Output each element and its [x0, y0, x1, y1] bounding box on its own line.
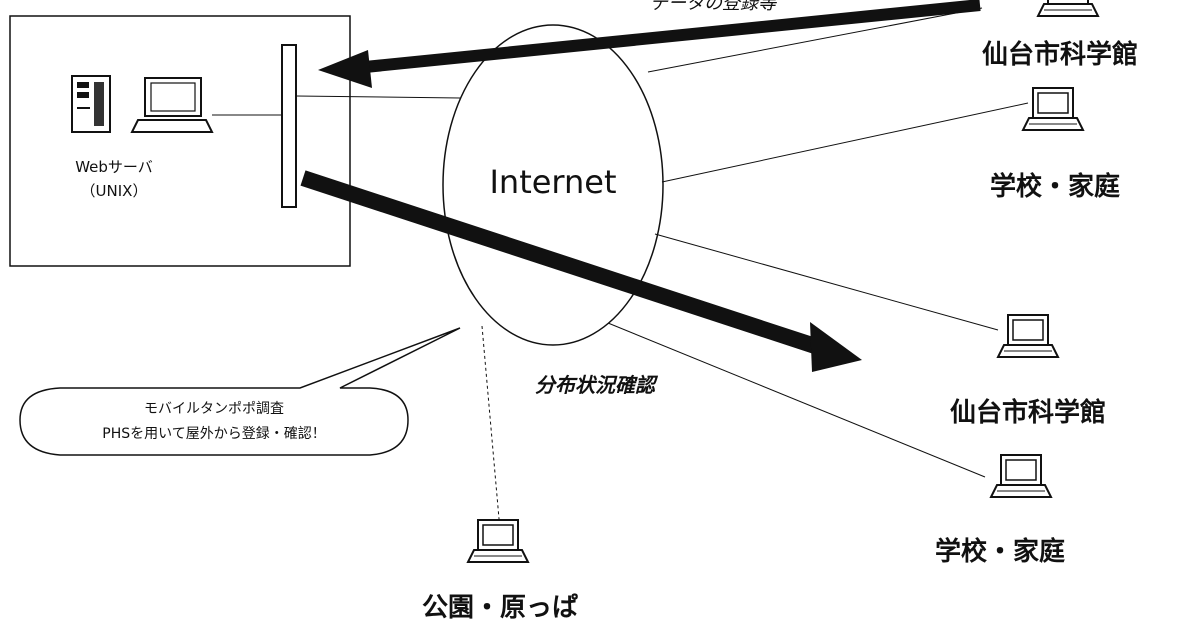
client-links	[607, 7, 1029, 478]
client-label-top-right-1: 仙台市科学館	[982, 39, 1138, 70]
internet-cloud	[442, 24, 664, 346]
server-label-line2: （UNIX）	[81, 182, 148, 200]
server-room-box	[9, 15, 351, 267]
client-label-bottom-center: 公園・原っぱ	[422, 593, 578, 623]
top-partial-label: データの登録等	[650, 0, 779, 14]
laptop-icon	[1037, 0, 1099, 17]
upload-arrow	[318, 0, 981, 88]
laptop-icon	[1022, 87, 1084, 131]
network-hub-icon	[281, 44, 297, 208]
client-label-top-right-2: 学校・家庭	[990, 171, 1120, 202]
callout-line2: PHSを用いて屋外から登録・確認！	[102, 426, 325, 442]
laptop-icon	[990, 454, 1052, 498]
laptop-icon	[467, 519, 529, 563]
server-label-line1: Webサーバ	[75, 158, 153, 176]
local-links	[212, 95, 461, 116]
laptop-icon	[997, 314, 1059, 358]
client-label-bottom-right-2: 学校・家庭	[935, 536, 1065, 567]
wireless-link	[481, 325, 501, 531]
distribution-arrow	[300, 170, 862, 372]
callout-bubble	[19, 327, 461, 456]
internet-label: Internet	[489, 163, 616, 201]
server-tower-icon	[71, 75, 111, 133]
arrow-label: 分布状況確認	[535, 373, 659, 397]
desktop-monitor-icon	[130, 77, 214, 133]
client-label-bottom-right-1: 仙台市科学館	[950, 397, 1106, 428]
callout-line1: モバイルタンポポ調査	[144, 401, 284, 417]
